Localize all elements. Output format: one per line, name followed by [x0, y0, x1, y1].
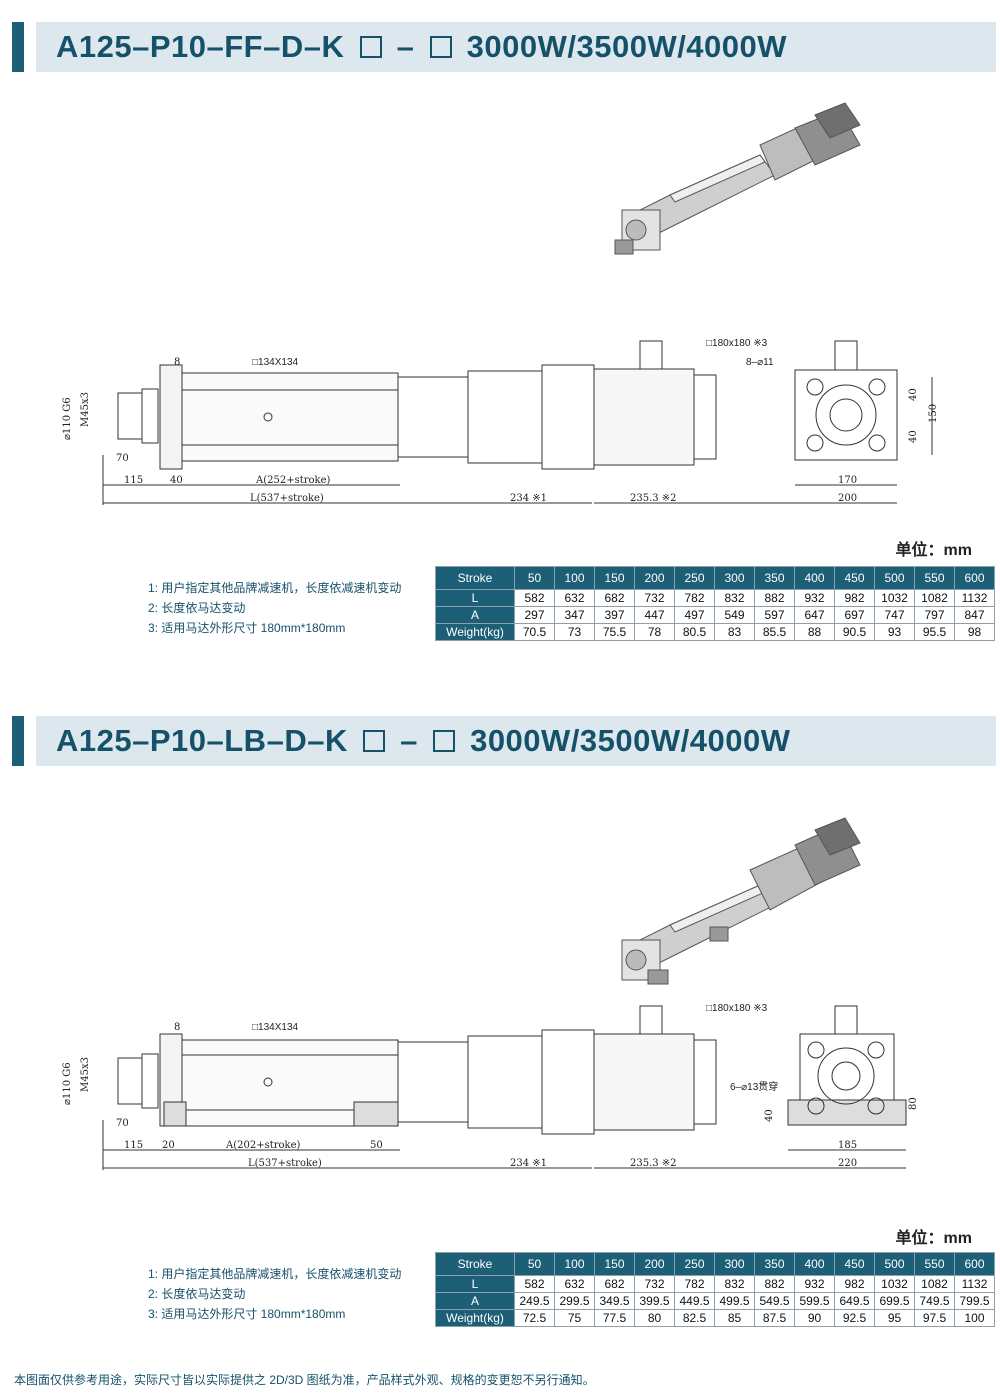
dim-thread: M45x3 — [80, 392, 91, 427]
spec-table: Stroke 50 100 150 200 250 300 350 400 45… — [435, 566, 995, 641]
dim-h170: 170 — [838, 475, 857, 486]
spec-table: Stroke 50 100 150 200 250 300 350 400 45… — [435, 1252, 995, 1327]
dim-a-length: A(202+stroke) — [225, 1140, 301, 1151]
table-row: Weight(kg) 70.5 73 75.5 78 80.5 83 85.5 … — [435, 623, 995, 641]
dim-115: 115 — [124, 1140, 143, 1151]
dim-flange: 8 — [174, 357, 180, 368]
note-2: 2: 长度依马达变动 — [148, 601, 246, 615]
table-row: L 582 632 682 732 782 832 882 932 982 10… — [435, 589, 995, 607]
product-3d-render — [610, 815, 880, 990]
title-background — [36, 716, 996, 766]
table-header-row: Stroke 50 100 150 200 250 300 350 400 45… — [435, 1252, 995, 1276]
title-background — [36, 22, 996, 72]
dim-70: 70 — [116, 1118, 129, 1129]
footer-disclaimer: 本图面仅供参考用途，实际尺寸皆以实际提供之 2D/3D 图纸为准，产品样式外观、… — [14, 1373, 595, 1387]
placeholder-square-icon — [432, 730, 455, 752]
dim-diameter: ⌀110 G6 — [62, 397, 73, 440]
dim-a-length: A(252+stroke) — [255, 475, 331, 486]
note-3: 3: 适用马达外形尺寸 180mm*180mm — [148, 621, 346, 635]
dim-motor-square: □180x180 ※3 — [706, 338, 768, 349]
title-bar: A125–P10–FF–D–K – 3000W/3500W/4000W — [12, 22, 996, 72]
dim-holes: 8–⌀11 — [746, 357, 774, 368]
dim-50: 50 — [370, 1140, 383, 1151]
note-3: 3: 适用马达外形尺寸 180mm*180mm — [148, 1307, 346, 1321]
dim-235: 235.3 ※2 — [630, 1158, 677, 1169]
unit-label: 单位：mm — [895, 1230, 972, 1247]
dim-234: 234 ※1 — [510, 493, 547, 504]
dim-40: 40 — [170, 475, 183, 486]
title-accent — [12, 22, 24, 72]
dim-l-length: L(537+stroke) — [248, 1158, 322, 1169]
dim-h200: 200 — [838, 493, 857, 504]
dimension-drawing: 8 □134X134 □180x180 ※3 6–⌀13贯穿 ⌀110 G6 M… — [0, 1000, 1000, 1180]
placeholder-square-icon — [362, 730, 385, 752]
placeholder-square-icon — [359, 36, 382, 58]
dim-motor-square: □180x180 ※3 — [706, 1003, 768, 1014]
dim-70: 70 — [116, 453, 129, 464]
note-1: 1: 用户指定其他品牌减速机，长度依减速机变动 — [148, 581, 402, 595]
title-bar: A125–P10–LB–D–K – 3000W/3500W/4000W — [12, 716, 996, 766]
dim-20: 20 — [162, 1140, 175, 1151]
section-title: A125–P10–LB–D–K – 3000W/3500W/4000W — [56, 723, 791, 758]
section-title: A125–P10–FF–D–K – 3000W/3500W/4000W — [56, 29, 788, 64]
placeholder-square-icon — [429, 36, 452, 58]
note-2: 2: 长度依马达变动 — [148, 1287, 246, 1301]
dim-v150: 150 — [928, 404, 939, 423]
dim-v80: 80 — [908, 1097, 919, 1110]
dim-235: 235.3 ※2 — [630, 493, 677, 504]
note-1: 1: 用户指定其他品牌减速机，长度依减速机变动 — [148, 1267, 402, 1281]
table-header-row: Stroke 50 100 150 200 250 300 350 400 45… — [435, 566, 995, 590]
dim-234: 234 ※1 — [510, 1158, 547, 1169]
dim-v40a: 40 — [908, 388, 919, 401]
dim-body-square: □134X134 — [252, 357, 299, 368]
title-accent — [12, 716, 24, 766]
table-row: A 297 347 397 447 497 549 597 647 697 74… — [435, 606, 995, 624]
dim-flange: 8 — [174, 1022, 180, 1033]
dim-diameter: ⌀110 G6 — [62, 1062, 73, 1105]
notes: 1: 用户指定其他品牌减速机，长度依减速机变动 2: 长度依马达变动 3: 适用… — [148, 1264, 401, 1324]
table-row: L 582 632 682 732 782 832 882 932 982 10… — [435, 1275, 995, 1293]
unit-label: 单位：mm — [895, 542, 972, 559]
dim-115: 115 — [124, 475, 143, 486]
dim-h220: 220 — [838, 1158, 857, 1169]
dim-v40: 40 — [764, 1109, 775, 1122]
dim-v40b: 40 — [908, 430, 919, 443]
table-row: Weight(kg) 72.5 75 77.5 80 82.5 85 87.5 … — [435, 1309, 995, 1327]
dim-holes: 6–⌀13贯穿 — [730, 1080, 778, 1093]
dim-body-square: □134X134 — [252, 1022, 299, 1033]
table-row: A 249.5 299.5 349.5 399.5 449.5 499.5 54… — [435, 1292, 995, 1310]
dim-l-length: L(537+stroke) — [250, 493, 324, 504]
dimension-drawing: 8 □134X134 □180x180 ※3 8–⌀11 ⌀110 G6 M45… — [0, 335, 1000, 515]
dim-thread: M45x3 — [80, 1057, 91, 1092]
dim-h185: 185 — [838, 1140, 857, 1151]
product-3d-render — [610, 100, 880, 270]
notes: 1: 用户指定其他品牌减速机，长度依减速机变动 2: 长度依马达变动 3: 适用… — [148, 578, 401, 638]
